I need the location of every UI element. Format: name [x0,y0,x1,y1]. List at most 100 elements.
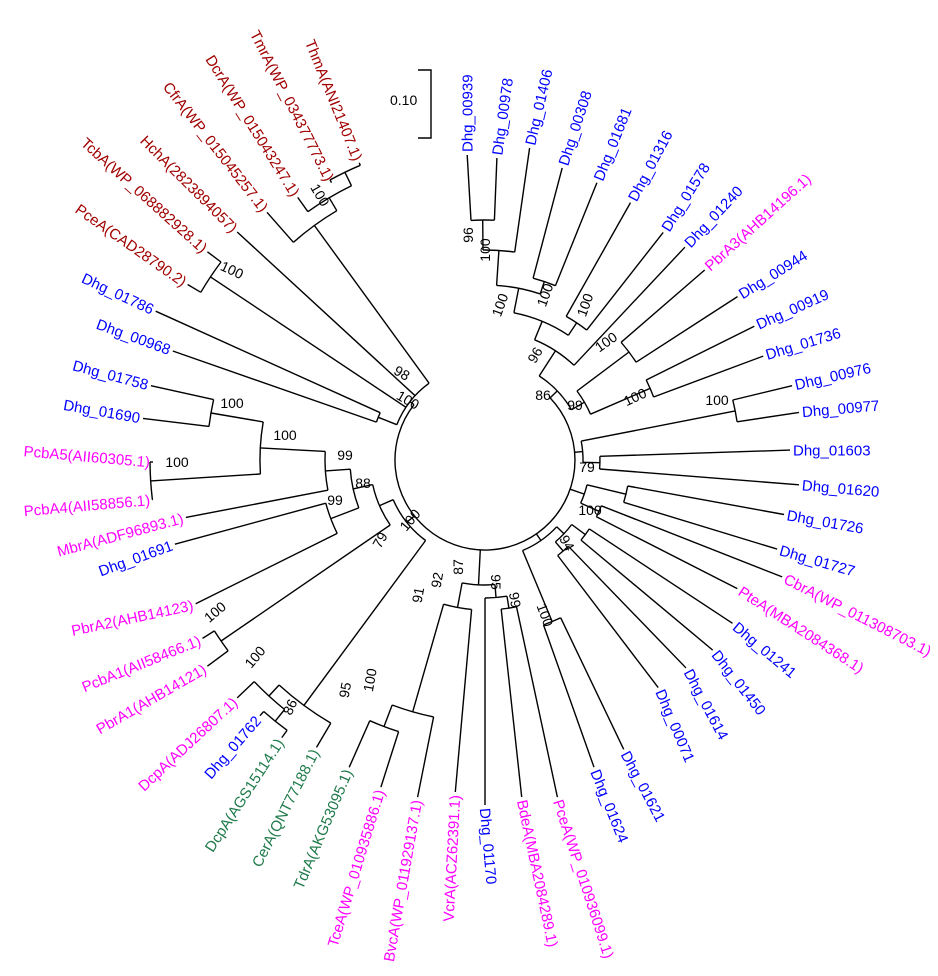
clade-arc [325,503,338,534]
leaf-branch [202,630,215,639]
bootstrap-value: 95 [488,574,504,590]
internal-branch [210,412,264,423]
leaf-branch [416,716,435,798]
leaf-branch [532,167,563,279]
internal-branch [383,704,393,727]
leaf-branch [560,617,625,750]
leaf-label: Dhg_00978 [489,77,517,156]
leaf-branch [601,505,783,578]
bootstrap-value: 100 [573,291,596,319]
internal-branch [580,502,600,512]
leaf-branch [580,539,714,651]
leaf-branch [542,624,595,768]
leaf-branch [557,555,659,689]
bootstrap-value: 100 [360,667,380,693]
leaf-label: Dhg_01406 [522,68,556,147]
internal-branch [409,401,415,406]
leaf-branch [565,202,632,317]
internal-branch [571,401,585,411]
clade-arc [292,210,338,243]
bootstrap-value: 86 [535,387,551,403]
clade-arc [369,720,399,733]
leaf-branch [348,720,371,768]
leaf-label: Dhg_01170 [476,807,500,885]
leaf-label: CbrA(WP_011308703.1) [781,571,934,660]
leaf-branch [281,729,288,739]
leaf-label: Dhg_00939 [459,74,476,152]
internal-branch [533,321,543,341]
leaf-branch [736,411,800,423]
clade-arc [391,704,434,718]
internal-branch [274,709,286,722]
leaf-branch [586,231,664,331]
bootstrap-value: 100 [241,643,268,671]
bootstrap-value: 88 [355,475,371,491]
leaf-label: Dhg_00919 [754,286,832,333]
leaf-branch [155,310,381,414]
leaf-branch [454,609,473,793]
leaf-branch [627,485,785,516]
leaf-branch [620,269,706,343]
leaf-branch [206,251,222,263]
leaf-branch [142,417,210,428]
bootstrap-value: 79 [579,459,595,475]
leaf-label: VcrA(ACZ62391.1) [441,795,465,922]
internal-branch [549,390,558,399]
internal-branch [576,351,630,392]
internal-branch [412,604,445,712]
clade-arc [645,379,655,398]
internal-branch [571,523,586,536]
internal-branch [377,416,398,426]
bootstrap-value: 99 [506,591,524,609]
internal-branch [590,387,651,415]
bootstrap-value: 100 [477,238,493,262]
leaf-branch [206,650,229,667]
internal-branch [477,549,481,585]
leaf-branch [645,325,755,381]
bootstrap-value: 100 [273,427,297,443]
clade-arc [580,528,590,541]
clade-arc [595,505,602,518]
leaf-branch [185,489,329,519]
leaf-branch [195,532,338,605]
internal-branch [581,410,736,442]
leaf-branch [588,528,733,624]
leaf-branch [187,283,202,293]
clade-arc [532,277,556,287]
clade-arc [200,261,222,293]
bootstrap-value: 100 [534,601,557,629]
bootstrap-value: 100 [533,281,556,309]
leaf-branch [259,711,265,717]
internal-branch [586,484,627,495]
leaf-branch [635,296,738,363]
leaf-branch [466,154,472,221]
leaf-label: DcrA(WP_015043247.1) [202,52,303,200]
internal-branch [260,447,326,453]
leaf-label: Dhg_00977 [801,398,880,422]
bootstrap-value: 92 [428,571,446,589]
leaf-label: PcbA4(AII58856.1) [23,492,151,520]
bootstrap-value: 87 [450,559,466,575]
internal-branch [150,473,261,482]
leaf-branch [599,468,800,486]
clade-arc [213,630,229,652]
leaf-label: Dhg_01786 [79,270,156,318]
internal-branch [567,322,578,336]
internal-branch [513,288,520,313]
bootstrap-value: 100 [201,598,229,625]
leaf-label: Dhg_01621 [617,748,668,824]
bootstrap-value: 100 [396,506,423,534]
internal-branch [538,350,557,377]
internal-branch [325,468,351,472]
leaf-label: Dhg_00944 [736,247,811,303]
bootstrap-value: 100 [488,291,511,319]
internal-branch [406,515,415,523]
bootstrap-value: 79 [369,529,391,551]
bootstrap-value: 99 [337,447,353,463]
bootstrap-value: 99 [327,492,343,508]
bootstrap-value: 100 [218,258,246,282]
leaf-branch [596,516,738,590]
clade-arc [329,164,361,181]
